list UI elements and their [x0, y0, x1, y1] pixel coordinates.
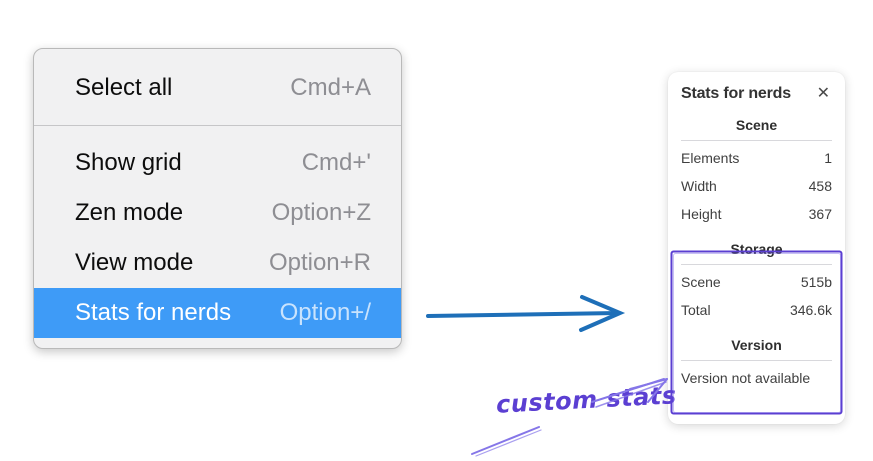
stat-label: Width — [681, 178, 717, 194]
stat-value: 515b — [800, 274, 832, 290]
stat-value: 1 — [824, 150, 832, 166]
stat-row-width: Width 458 — [681, 172, 832, 200]
stat-value: 346.6k — [789, 302, 832, 318]
context-menu: Select all Cmd+A Show grid Cmd+' Zen mod… — [33, 48, 402, 349]
menu-item-label: View mode — [75, 249, 194, 276]
menu-item-shortcut: Cmd+A — [290, 74, 371, 101]
menu-item-label: Stats for nerds — [75, 299, 232, 326]
menu-item-select-all[interactable]: Select all Cmd+A — [34, 63, 401, 113]
stats-panel-title: Stats for nerds — [681, 85, 791, 102]
menu-item-view-mode[interactable]: View mode Option+R — [34, 238, 401, 288]
menu-item-label: Zen mode — [75, 199, 184, 226]
section-heading-storage: Storage — [730, 241, 783, 257]
menu-item-shortcut: Option+R — [268, 249, 371, 276]
section-heading-version: Version — [731, 337, 782, 353]
stat-row-storage-total: Total 346.6k — [681, 296, 832, 324]
stat-row-elements: Elements 1 — [681, 144, 832, 172]
menu-item-shortcut: Cmd+' — [301, 149, 371, 176]
section-divider — [681, 360, 832, 361]
menu-item-stats-for-nerds[interactable]: Stats for nerds Option+/ — [34, 288, 401, 338]
stats-panel-header: Stats for nerds ✕ — [681, 84, 832, 104]
menu-item-label: Select all — [75, 74, 173, 101]
close-icon[interactable]: ✕ — [816, 85, 830, 102]
flow-arrow — [426, 295, 626, 332]
menu-item-zen-mode[interactable]: Zen mode Option+Z — [34, 188, 401, 238]
stats-panel: Stats for nerds ✕ Scene Elements 1 Width… — [668, 72, 845, 424]
stat-value: 458 — [808, 178, 832, 194]
stat-label: Height — [681, 206, 722, 222]
menu-item-label: Show grid — [75, 149, 182, 176]
stat-value: 367 — [808, 206, 832, 222]
version-note: Version not available — [681, 370, 811, 386]
annotation-custom-stats-label: custom stats — [495, 381, 678, 419]
stat-label: Elements — [681, 150, 740, 166]
menu-item-shortcut: Option+/ — [279, 299, 371, 326]
menu-item-show-grid[interactable]: Show grid Cmd+' — [34, 138, 401, 188]
menu-item-shortcut: Option+Z — [271, 199, 371, 226]
menu-divider — [34, 125, 401, 126]
stat-label: Scene — [681, 274, 721, 290]
section-heading-scene: Scene — [735, 117, 778, 133]
stat-label: Total — [681, 302, 711, 318]
annotation-stroke — [471, 426, 542, 457]
section-divider — [681, 140, 832, 141]
stat-row-storage-scene: Scene 515b — [681, 268, 832, 296]
section-divider — [681, 264, 832, 265]
stat-row-height: Height 367 — [681, 200, 832, 228]
